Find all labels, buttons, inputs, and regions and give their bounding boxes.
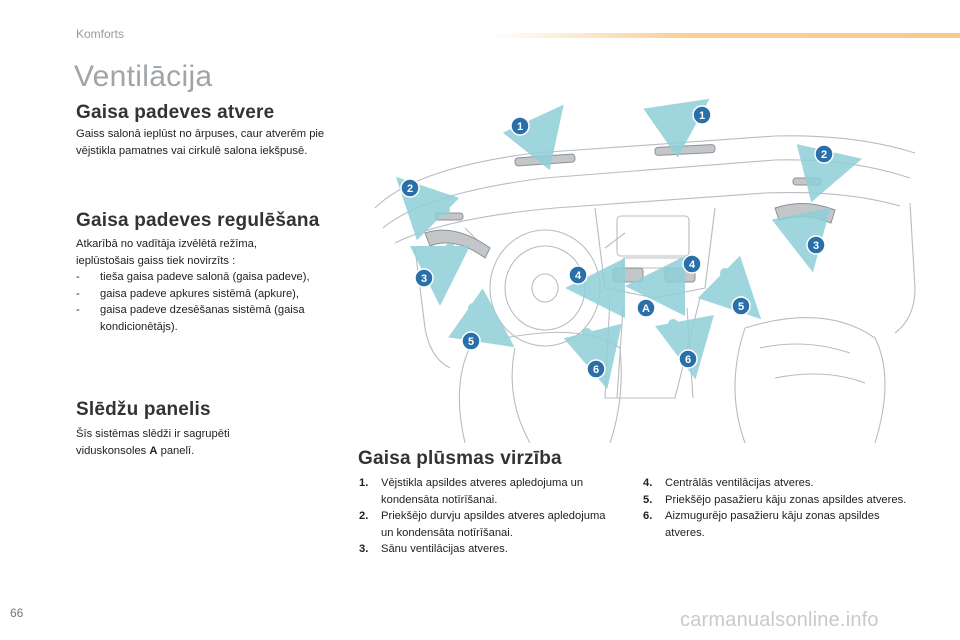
badge-2-left: 2 — [400, 178, 420, 198]
badge-2-right: 2 — [814, 144, 834, 164]
header-accent-rule — [490, 33, 960, 38]
watermark: carmanualsonline.info — [680, 609, 879, 631]
badge-label: 4 — [689, 259, 696, 271]
list-item: 6. Aizmugurējo pasažieru kāju zonas apsil… — [643, 508, 908, 541]
heading-air-inlet: Gaisa padeves atvere — [76, 102, 275, 123]
arrow-windscreen-left — [502, 104, 564, 171]
item-number: 5. — [643, 493, 653, 506]
item-text: Vējstikla apsildes atveres apledojuma un… — [381, 477, 584, 506]
badge-label: 5 — [468, 336, 474, 348]
vents — [424, 144, 836, 283]
arrow-footwell-left — [448, 288, 515, 348]
list-item: gaisa padeve dzesēšanas sistēmā (gaisa k… — [76, 302, 341, 335]
vent-windscreen-right — [654, 144, 716, 156]
panel-text-start: Šīs sistēmas slēdži ir sagrupēti vidusko… — [76, 428, 230, 457]
text-air-inlet: Gaiss salonā ieplūst no ārpuses, caur at… — [76, 128, 325, 157]
arrow-rear-left — [563, 323, 622, 390]
item-text: Centrālās ventilācijas atveres. — [665, 477, 814, 489]
list-item: 2. Priekšējo durvju apsildes atveres aple… — [359, 508, 617, 541]
badge-label: 2 — [407, 183, 413, 195]
panel-text-bold: A — [149, 444, 158, 457]
flow-list-left: 1. Vējstikla apsildes atveres apledojuma … — [359, 475, 617, 558]
page-title: Ventilācija — [74, 60, 213, 93]
badge-4-right: 4 — [682, 254, 702, 274]
arrow-rear-right — [654, 314, 714, 380]
dashboard-ventilation-illustration: 1 1 2 2 3 3 4 4 5 5 6 6 A — [374, 98, 916, 443]
item-number: 3. — [359, 543, 369, 555]
badge-1-right: 1 — [692, 105, 712, 125]
list-item: gaisa padeve apkures sistēmā (apkure), — [76, 286, 341, 303]
badge-label: 3 — [421, 273, 427, 285]
arrow-centre-right — [625, 255, 686, 316]
arrow-door-left — [395, 176, 460, 241]
badge-label: 2 — [821, 149, 827, 161]
arrow-footwell-right — [697, 255, 762, 320]
arrow-centre-left — [565, 257, 626, 318]
badge-label: 1 — [699, 110, 705, 122]
badge-label: 6 — [685, 354, 691, 366]
text-air-regulation-intro: Atkarībā no vadītāja izvēlētā režīma, ie… — [76, 238, 257, 267]
item-text: Priekšējo durvju apsildes atveres apledo… — [381, 510, 606, 539]
arrow-door-right — [796, 144, 863, 203]
badge-5-right: 5 — [731, 296, 751, 316]
badge-3-left: 3 — [414, 268, 434, 288]
item-number: 6. — [643, 510, 653, 522]
item-text: Aizmugurējo pasažieru kāju zonas apsilde… — [665, 510, 880, 539]
arrow-windscreen-right — [643, 98, 710, 158]
list-item: 3. Sānu ventilācijas atveres. — [359, 541, 617, 558]
vent-door-left — [434, 212, 464, 221]
badge-label: 4 — [575, 270, 582, 282]
arrow-side-right — [771, 207, 831, 273]
flow-list-right: 4. Centrālās ventilācijas atveres. 5. Prie… — [643, 475, 908, 541]
badge-label: 1 — [517, 121, 523, 133]
badge-4-left: 4 — [568, 265, 588, 285]
item-number: 1. — [359, 477, 369, 489]
item-text: Priekšējo pasažieru kāju zonas apsildes … — [665, 493, 907, 506]
badge-label: 3 — [813, 240, 819, 252]
number-badges: 1 1 2 2 3 3 4 4 5 5 6 6 A — [400, 105, 834, 379]
badge-label: A — [642, 303, 650, 315]
text-control-panel: Šīs sistēmas slēdži ir sagrupēti vidusko… — [76, 426, 296, 459]
list-item: 5. Priekšējo pasažieru kāju zonas apsilde… — [643, 492, 908, 509]
badge-6-left: 6 — [586, 359, 606, 379]
badge-a: A — [636, 298, 656, 318]
badge-1-left: 1 — [510, 116, 530, 136]
heading-air-flow: Gaisa plūsmas virzība — [358, 448, 562, 469]
badge-6-right: 6 — [678, 349, 698, 369]
heading-control-panel: Slēdžu panelis — [76, 399, 211, 420]
badge-label: 6 — [593, 364, 599, 376]
dashboard-line-art — [374, 135, 916, 443]
regulation-mode-list: tieša gaisa padeve salonā (gaisa padeve)… — [76, 269, 341, 335]
heading-air-regulation: Gaisa padeves regulēšana — [76, 210, 320, 231]
panel-text-end: panelī. — [157, 444, 195, 457]
section-label: Komforts — [76, 27, 125, 41]
list-item: 4. Centrālās ventilācijas atveres. — [643, 475, 908, 492]
list-item: 1. Vējstikla apsildes atveres apledojuma … — [359, 475, 617, 508]
list-item: tieša gaisa padeve salonā (gaisa padeve)… — [76, 269, 341, 286]
item-number: 4. — [643, 477, 653, 489]
vent-left-side — [424, 229, 491, 259]
badge-label: 5 — [738, 301, 744, 313]
arrow-side-left — [410, 243, 471, 306]
item-text: Sānu ventilācijas atveres. — [381, 543, 508, 555]
badge-5-left: 5 — [461, 331, 481, 351]
airflow-arrows — [395, 98, 863, 390]
item-number: 2. — [359, 510, 369, 522]
badge-3-right: 3 — [806, 235, 826, 255]
page-number: 66 — [10, 606, 24, 620]
